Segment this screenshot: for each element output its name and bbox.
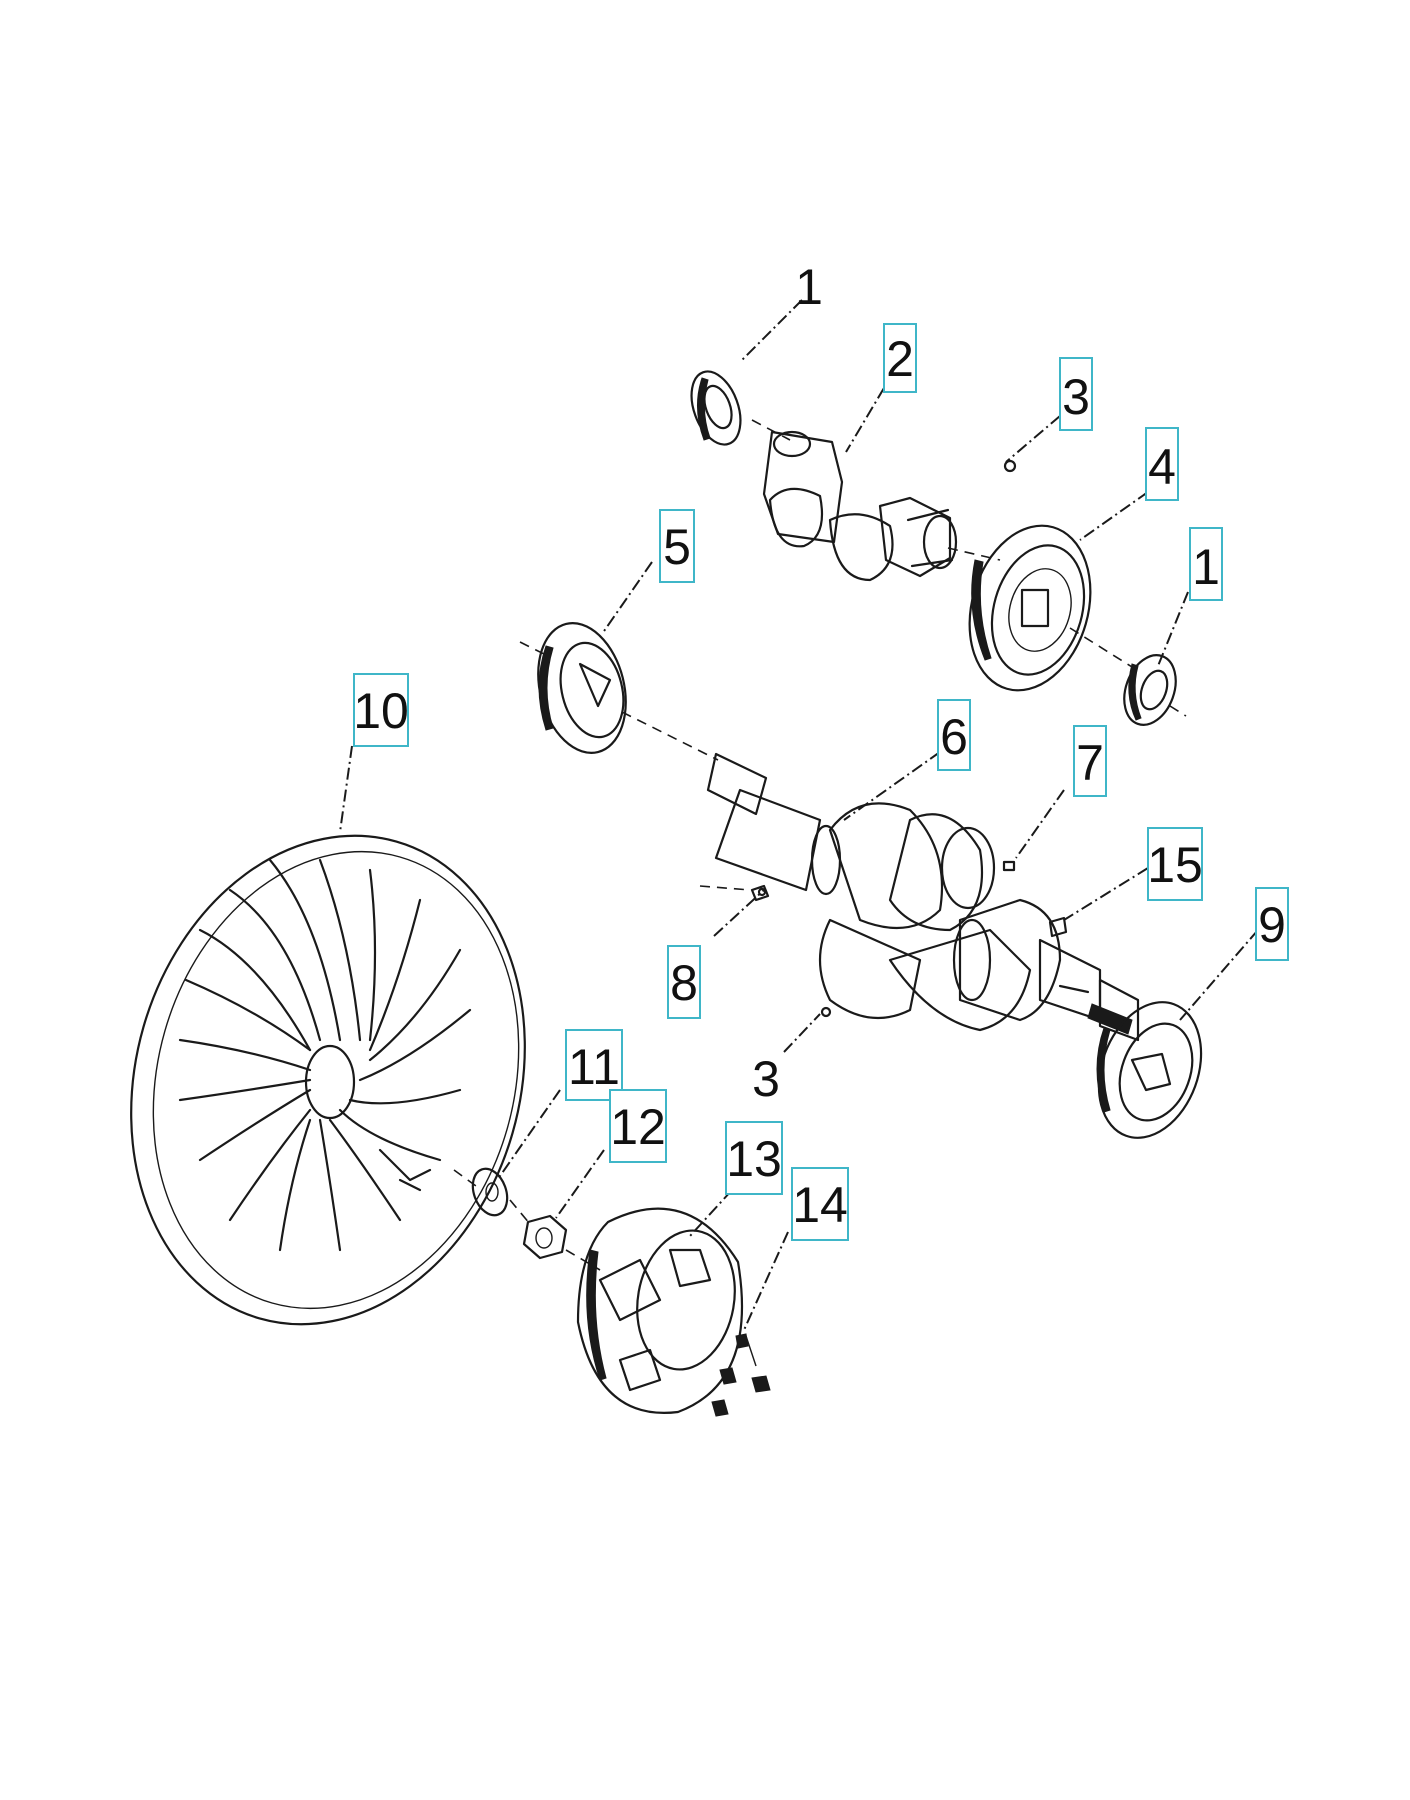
crankshaft [706, 752, 1140, 1042]
washer [471, 1167, 509, 1217]
callout-1-lower[interactable]: 1 [1189, 527, 1223, 601]
fan-blades [178, 858, 472, 1252]
bearing-lower [1123, 654, 1177, 726]
callout-13[interactable]: 13 [725, 1121, 783, 1195]
callout-5[interactable]: 5 [659, 509, 695, 583]
leader-lines [339, 299, 1259, 1331]
callout-4[interactable]: 4 [1145, 427, 1179, 501]
callout-label: 13 [726, 1131, 782, 1187]
callout-14[interactable]: 14 [791, 1167, 849, 1241]
callout-2[interactable]: 2 [883, 323, 917, 393]
callout-label: 3 [752, 1051, 780, 1107]
bearing-top [690, 370, 742, 446]
starter-cup [576, 1207, 744, 1414]
callout-label: 1 [795, 259, 823, 315]
callout-label: 15 [1147, 837, 1203, 893]
callout-12[interactable]: 12 [609, 1089, 667, 1163]
callout-8[interactable]: 8 [667, 945, 701, 1019]
callout-label: 14 [792, 1177, 848, 1233]
camshaft [762, 430, 958, 582]
callout-label: 2 [886, 331, 914, 387]
callout-label: 3 [1062, 369, 1090, 425]
cam-gear [968, 524, 1092, 692]
callout-3-top[interactable]: 3 [1059, 357, 1093, 431]
callout-label: 7 [1076, 735, 1104, 791]
callout-3-lower: 3 [752, 1051, 780, 1107]
callout-label: 12 [610, 1099, 666, 1155]
callout-6[interactable]: 6 [937, 699, 971, 771]
callout-label: 5 [663, 519, 691, 575]
nut [522, 1214, 568, 1260]
callout-10[interactable]: 10 [353, 673, 409, 747]
callout-label: 10 [353, 683, 409, 739]
callout-label: 11 [568, 1039, 620, 1095]
callout-label: 9 [1258, 897, 1286, 953]
callout-label: 6 [940, 709, 968, 765]
callout-7[interactable]: 7 [1073, 725, 1107, 797]
pin-top [1003, 459, 1017, 473]
callout-11[interactable]: 11 [565, 1029, 623, 1101]
small-parts-mid [750, 860, 1068, 1018]
crank-gear [537, 622, 627, 754]
callout-9[interactable]: 9 [1255, 887, 1289, 961]
end-gear [1096, 1001, 1203, 1139]
callout-label: 8 [670, 955, 698, 1011]
callout-1-top: 1 [795, 259, 823, 315]
parts-artwork [130, 370, 1203, 1417]
callout-label: 4 [1148, 439, 1176, 495]
callouts: 1 2 3 4 1 5 10 6 [353, 259, 1289, 1241]
callout-label: 1 [1192, 539, 1220, 595]
screws [711, 1333, 771, 1417]
callout-15[interactable]: 15 [1147, 827, 1203, 901]
flywheel-fan [130, 834, 526, 1326]
